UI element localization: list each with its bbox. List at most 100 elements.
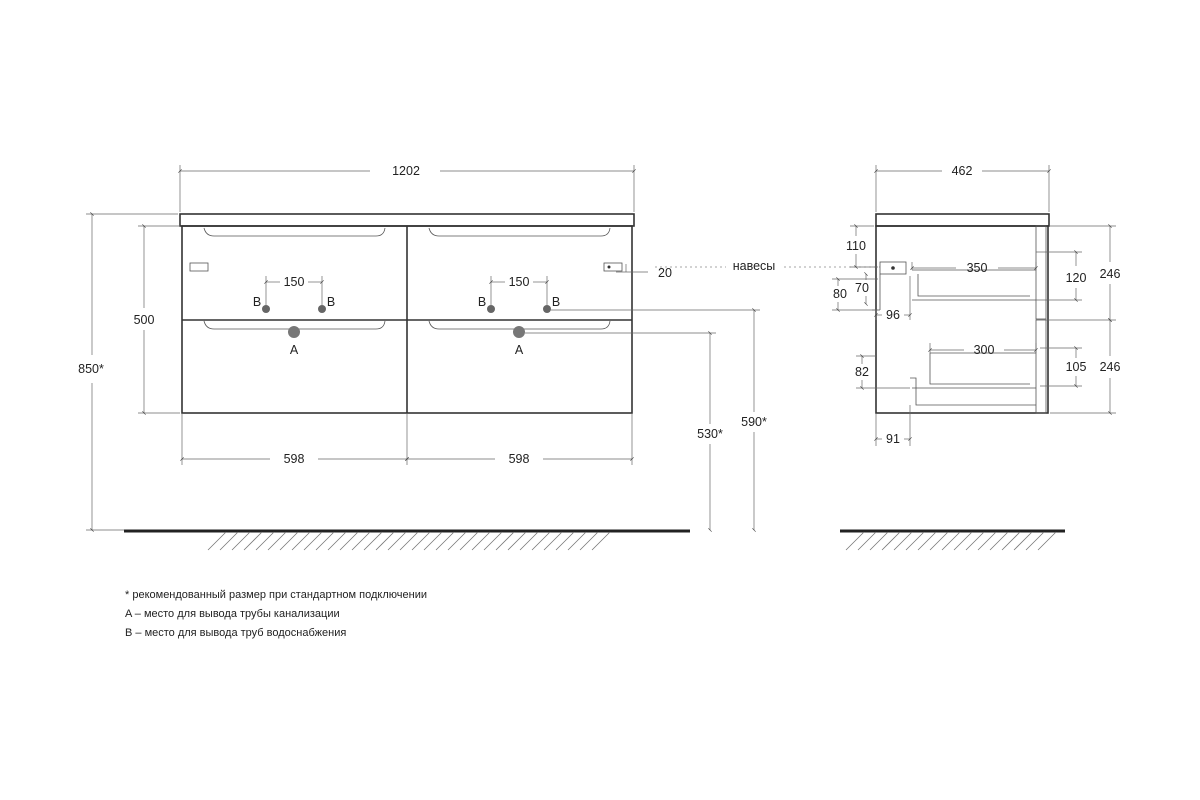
label-b4: B: [552, 295, 560, 309]
hatch-stroke: [495, 531, 515, 551]
hatch-stroke: [965, 531, 985, 551]
hatch-stroke: [845, 531, 865, 551]
hanger-bracket-left: [189, 262, 209, 272]
dim-water-height: 590*: [741, 415, 767, 429]
hatch-stroke: [471, 531, 491, 551]
side-view: 462 110 80 70 96 350 120: [832, 164, 1121, 551]
hatch-stroke: [905, 531, 925, 551]
side-bottom-drawer-rail: [910, 377, 1036, 406]
hatch-stroke: [977, 531, 997, 551]
dim-drawer-width-left: 598: [284, 452, 305, 466]
hatch-stroke: [279, 531, 299, 551]
hatch-stroke: [207, 531, 227, 551]
hatch-stroke: [447, 531, 467, 551]
hatch-stroke: [435, 531, 455, 551]
drain-point-a1: [288, 326, 300, 338]
hatch-stroke: [555, 531, 575, 551]
hatch-stroke: [399, 531, 419, 551]
hatch-stroke: [929, 531, 949, 551]
hatch-stroke: [1013, 531, 1033, 551]
hatch-stroke: [1037, 531, 1057, 551]
hatch-stroke: [989, 531, 1009, 551]
hatch-stroke: [339, 531, 359, 551]
hatch-stroke: [579, 531, 599, 551]
side-bottom-drawer-box: [912, 352, 1036, 389]
dim-depth: 462: [952, 164, 973, 178]
label-b2: B: [327, 295, 335, 309]
hatch-stroke: [483, 531, 503, 551]
hatch-stroke: [315, 531, 335, 551]
label-b1: B: [253, 295, 261, 309]
hatch-stroke: [953, 531, 973, 551]
hatch-stroke: [327, 531, 347, 551]
dim-hanger-offset: 20: [658, 266, 672, 280]
dim-70: 70: [855, 281, 869, 295]
dim-120: 120: [1066, 271, 1087, 285]
water-point-b2: [318, 305, 326, 313]
dim-height-total: 850*: [78, 362, 104, 376]
hatch-stroke: [1001, 531, 1021, 551]
hanger-bracket-right: [603, 262, 623, 272]
label-a1: A: [290, 343, 299, 357]
note-a: A – место для вывода трубы канализации: [125, 608, 340, 620]
hatch-stroke: [567, 531, 587, 551]
dim-105: 105: [1066, 360, 1087, 374]
hatch-stroke: [531, 531, 551, 551]
dim-91: 91: [886, 432, 900, 446]
hatch-stroke: [387, 531, 407, 551]
hatch-stroke: [893, 531, 913, 551]
side-countertop: [875, 213, 1050, 227]
hatch-stroke: [243, 531, 263, 551]
hatch-stroke: [869, 531, 889, 551]
side-front-panel-top: [1035, 225, 1047, 320]
side-cabinet-body: [875, 225, 1049, 414]
side-hanger: [879, 261, 907, 275]
dim-246-top: 246: [1100, 267, 1121, 281]
side-front-panel-bottom: [1035, 319, 1047, 414]
water-point-b3: [487, 305, 495, 313]
drain-point-a2: [513, 326, 525, 338]
dim-pipe-spacing-left: 150: [284, 275, 305, 289]
hatch-stroke: [255, 531, 275, 551]
hatch-stroke: [219, 531, 239, 551]
front-floor-hatch: [207, 531, 611, 551]
hatch-stroke: [351, 531, 371, 551]
handle-top-right: [428, 227, 611, 237]
dim-width-total: 1202: [392, 164, 420, 178]
dim-82: 82: [855, 365, 869, 379]
front-countertop: [179, 213, 635, 227]
water-point-b4: [543, 305, 551, 313]
note-b: B – место для вывода труб водоснабжения: [125, 627, 347, 639]
dim-80: 80: [833, 287, 847, 301]
hatch-stroke: [519, 531, 539, 551]
hatch-stroke: [941, 531, 961, 551]
hatch-stroke: [507, 531, 527, 551]
dim-body-height: 500: [134, 313, 155, 327]
hatch-stroke: [375, 531, 395, 551]
label-b3: B: [478, 295, 486, 309]
dim-246-bottom: 246: [1100, 360, 1121, 374]
note-recommended: * рекомендованный размер при стандартном…: [125, 589, 427, 601]
notes: * рекомендованный размер при стандартном…: [125, 586, 427, 643]
water-point-b1: [262, 305, 270, 313]
front-view: 1202 850* 500 598 598 150 150: [78, 164, 767, 551]
hatch-stroke: [1025, 531, 1045, 551]
hatch-stroke: [231, 531, 251, 551]
label-a2: A: [515, 343, 524, 357]
hatch-stroke: [881, 531, 901, 551]
dim-110: 110: [846, 239, 866, 253]
hangers-label: навесы: [733, 259, 776, 273]
hatch-stroke: [423, 531, 443, 551]
handle-top-left: [203, 227, 386, 237]
dim-350: 350: [967, 261, 988, 275]
dim-drain-height: 530*: [697, 427, 723, 441]
hatch-stroke: [459, 531, 479, 551]
hatch-stroke: [363, 531, 383, 551]
hatch-stroke: [591, 531, 611, 551]
hatch-stroke: [917, 531, 937, 551]
hatch-stroke: [303, 531, 323, 551]
hatch-stroke: [857, 531, 877, 551]
dim-96: 96: [886, 308, 900, 322]
side-floor-hatch: [845, 531, 1057, 551]
